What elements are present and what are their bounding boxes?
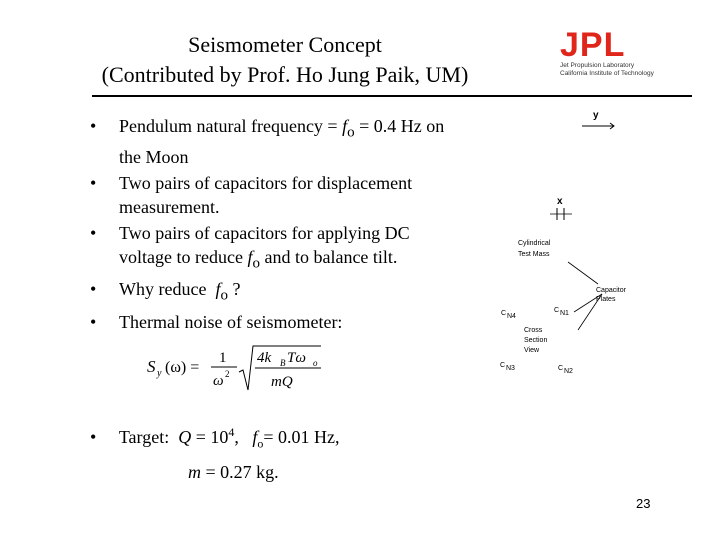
- target-f-sub: o: [257, 436, 264, 451]
- formula-lhs-arg: (ω) =: [165, 359, 199, 376]
- formula-rad-num: 4k: [257, 350, 272, 366]
- bullet-text-post: and to balance tilt.: [259, 246, 398, 267]
- jpl-logo-letters: JPL: [560, 26, 626, 64]
- formula-rad-num-post: Tω: [287, 350, 306, 366]
- bullet-sub: o: [252, 255, 260, 272]
- bullet-var: f: [247, 246, 253, 267]
- bullet-list: • Pendulum natural frequency = fo = 0.4 …: [90, 114, 460, 336]
- formula-rad-num-sub: B: [280, 358, 286, 368]
- cn3-label: C: [500, 362, 505, 369]
- mass-label-line-1: Cylindrical: [518, 240, 551, 247]
- bullet-sub: o: [347, 124, 355, 141]
- jpl-logo-line-2: California Institute of Technology: [560, 70, 654, 77]
- bullet-text: Pendulum natural frequency =: [119, 116, 343, 136]
- cn4-label-sub: N4: [507, 313, 516, 320]
- y-arrowhead: [609, 122, 615, 130]
- formula-rad-num-sub2: o: [313, 358, 318, 368]
- target-line-2: m = 0.27 kg.: [90, 458, 340, 486]
- y-axis-label: y: [593, 110, 599, 121]
- cross-label-line-2: Section: [524, 337, 547, 344]
- bullet-dot: •: [90, 311, 97, 332]
- bullet-text: Thermal noise of seismometer:: [119, 311, 343, 332]
- cn4-label: C: [501, 310, 506, 317]
- bullet-var: f: [215, 279, 221, 300]
- title-line-2: (Contributed by Prof. Ho Jung Paik, UM): [101, 62, 469, 87]
- target-spec: • Target: Q = 104, fo= 0.01 Hz, m = 0.27…: [90, 418, 340, 486]
- bullet-var: f: [342, 116, 348, 136]
- mass-pointer-line: [567, 261, 599, 285]
- jpl-logo: JPL Jet Propulsion Laboratory California…: [560, 28, 670, 88]
- formula-numerator: 1: [219, 350, 227, 366]
- cn1-label-sub: N1: [560, 310, 569, 317]
- cross-label-line-1: Cross: [524, 327, 543, 334]
- thermal-noise-formula: S y (ω) = 1 ω 2 4k B Tω o mQ: [147, 345, 321, 391]
- formula-rad-den: mQ: [271, 374, 293, 390]
- target-q-exp: 4: [228, 425, 235, 439]
- formula-denominator: ω: [213, 373, 224, 389]
- formula-sqrt-sign: [238, 345, 321, 391]
- formula-denominator-sup: 2: [225, 369, 230, 379]
- title-line-1: Seismometer Concept: [188, 32, 382, 57]
- bullet-dot: •: [90, 279, 97, 300]
- cn2-label: C: [558, 365, 563, 372]
- title-divider: [92, 95, 692, 97]
- target-f-eq: = 0.01 Hz,: [263, 427, 340, 447]
- plates-pointer-line-1: [577, 293, 603, 331]
- bullet-sub: o: [220, 287, 228, 304]
- bullet-item: • Two pairs of capacitors for applying D…: [90, 221, 460, 276]
- target-sep: ,: [234, 427, 253, 447]
- target-label: Target:: [118, 427, 170, 447]
- bullet-item: • Thermal noise of seismometer:: [90, 310, 460, 334]
- jpl-logo-line-1: Jet Propulsion Laboratory: [560, 62, 635, 69]
- target-q-eq: = 10: [191, 427, 229, 447]
- target-m-eq: = 0.27 kg.: [201, 461, 279, 482]
- bullet-dot: •: [90, 222, 97, 243]
- bullet-text-post: = 0.4 Hz on the Moon: [119, 116, 445, 167]
- target-f-var: f: [252, 427, 258, 447]
- bullet-text: Two pairs of capacitors for applying DC …: [119, 222, 410, 267]
- target-m-var: m: [188, 461, 201, 482]
- mass-label-line-2: Test Mass: [518, 251, 550, 258]
- page-number: 23: [636, 496, 651, 511]
- target-q-var: Q: [178, 427, 192, 447]
- cn1-label: C: [554, 307, 559, 314]
- seismometer-diagram: y x Cylindrical Test Mass Capacitor Plat…: [500, 110, 627, 375]
- x-axis-label: x: [557, 196, 563, 207]
- cn2-label-sub: N2: [564, 368, 573, 375]
- bullet-dot: •: [90, 116, 97, 136]
- bullet-text: Two pairs of capacitors for displacement…: [119, 172, 413, 217]
- plates-label-line-1: Capacitor: [596, 287, 627, 294]
- slide-title: Seismometer Concept (Contributed by Prof…: [70, 30, 500, 90]
- cn3-label-sub: N3: [506, 365, 515, 372]
- bullet-item: • Two pairs of capacitors for displaceme…: [90, 171, 460, 219]
- bullet-dot: •: [90, 172, 97, 193]
- formula-lhs-sub: y: [156, 368, 162, 379]
- target-line-1: • Target: Q = 104, fo= 0.01 Hz,: [90, 425, 340, 451]
- cross-label-line-3: View: [524, 347, 540, 354]
- bullet-text: Why reduce: [119, 279, 216, 300]
- plates-label-line-2: Plates: [596, 296, 616, 303]
- formula-lhs: S: [147, 357, 156, 376]
- plates-pointer-line-2: [573, 293, 603, 313]
- bullet-item: • Pendulum natural frequency = fo = 0.4 …: [90, 114, 460, 169]
- bullet-text-post: ?: [227, 279, 241, 300]
- bullet-item: • Why reduce fo ?: [90, 277, 460, 308]
